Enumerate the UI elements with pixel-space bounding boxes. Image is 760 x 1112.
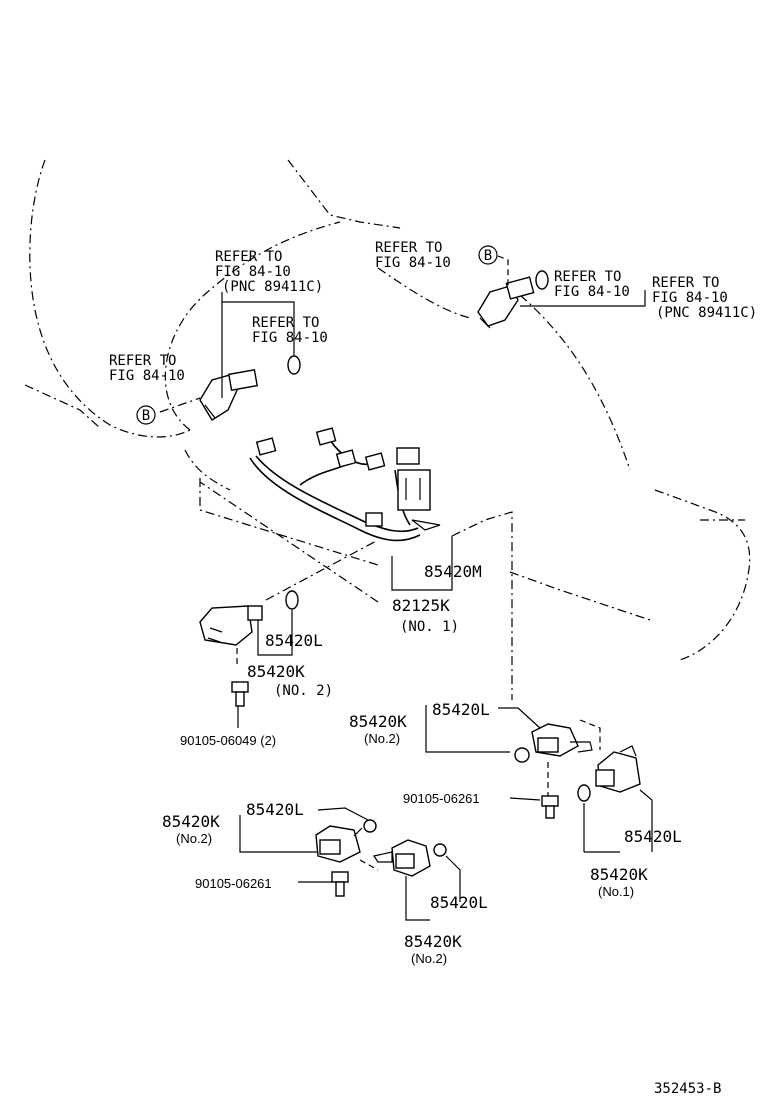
svg-text:FIG 84-10: FIG 84-10 [215,264,291,280]
marker-b-left: B [136,405,156,425]
figure-id: 352453-B [654,1081,721,1097]
svg-text:FIG 84-10: FIG 84-10 [652,290,728,306]
refer-right-a: REFER TO FIG 84-10 [554,269,630,300]
svg-text:(PNC 89411C): (PNC 89411C) [656,305,757,321]
part-85420K-e-note: (No.1) [598,884,634,899]
leader-lines [159,255,653,921]
o-ring-left [287,355,301,375]
bolt-b-number: 90105-06261 [403,791,480,806]
part-85420K-a-note: (NO. 2) [274,683,333,699]
part-85420L-e: 85420L [624,827,682,846]
solenoid-lower-middle [373,839,431,877]
housing-outline [24,159,751,661]
part-85420K-b: 85420K [349,712,407,731]
part-85420K-c-note: (No.2) [176,831,212,846]
solenoid-lower-left [315,825,363,863]
svg-text:B: B [484,248,492,264]
part-85420L-c: 85420L [246,800,304,819]
svg-text:FIG 84-10: FIG 84-10 [109,368,185,384]
part-85420K-d-note: (No.2) [411,951,447,966]
svg-text:FIG 84-10: FIG 84-10 [252,330,328,346]
refer-top-mid: REFER TO FIG 84-10 [375,240,451,271]
refer-left-mid: REFER TO FIG 84-10 [252,315,328,346]
svg-text:FIG 84-10: FIG 84-10 [554,284,630,300]
part-85420K-e: 85420K [590,865,648,884]
part-85420K-d: 85420K [404,932,462,951]
o-ring-sol2 [514,747,530,763]
part-85420K-b-note: (No.2) [364,731,400,746]
refer-left-top: REFER TO FIG 84-10 (PNC 89411C) [215,249,323,295]
o-ring-sol1 [285,590,299,610]
sensor-left-upper [199,369,259,421]
svg-text:REFER TO: REFER TO [252,315,319,331]
part-82125K: 82125K [392,596,450,615]
solenoid-center-right [531,723,593,757]
wire-harness [249,427,441,542]
refer-right-b: REFER TO FIG 84-10 (PNC 89411C) [652,275,757,321]
svg-text:REFER TO: REFER TO [375,240,442,256]
bolt-a-number: 90105-06049 (2) [180,733,276,748]
solenoid-left [199,605,263,646]
o-ring-sol3 [577,784,591,802]
o-ring-right [535,270,549,290]
sensor-right-upper [477,276,535,329]
part-85420K-a: 85420K [247,662,305,681]
part-85420L-b: 85420L [432,700,490,719]
svg-text:REFER TO: REFER TO [215,249,282,265]
o-ring-sol4 [363,819,377,833]
svg-text:REFER TO: REFER TO [652,275,719,291]
svg-text:(PNC 89411C): (PNC 89411C) [222,279,323,295]
bolt-c-number: 90105-06261 [195,876,272,891]
o-ring-sol5 [433,843,447,857]
refer-left-low: REFER TO FIG 84-10 [109,353,185,384]
part-85420L-a: 85420L [265,631,323,650]
bolt-left [231,681,249,707]
solenoid-far-right [595,745,641,793]
part-85420M: 85420M [424,562,482,581]
bolt-center-right [541,795,559,819]
part-85420L-d: 85420L [430,893,488,912]
svg-text:FIG 84-10: FIG 84-10 [375,255,451,271]
svg-text:REFER TO: REFER TO [554,269,621,285]
svg-text:B: B [142,408,150,424]
part-82125K-note: (NO. 1) [400,619,459,635]
marker-b-top: B [478,245,498,265]
part-85420K-c: 85420K [162,812,220,831]
bolt-lower-left [331,871,349,897]
svg-text:REFER TO: REFER TO [109,353,176,369]
